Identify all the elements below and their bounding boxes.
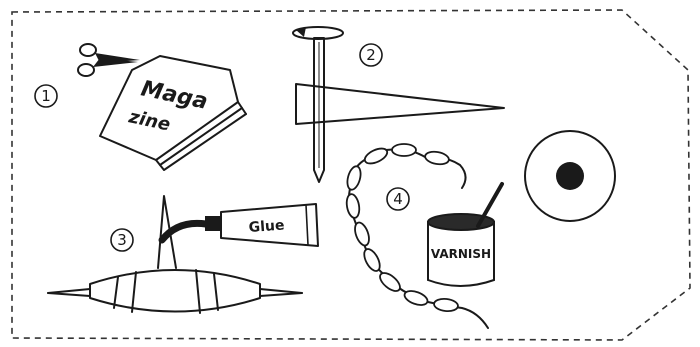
glue-tube-label: Glue [248, 218, 285, 236]
step-1-number: 1 [41, 87, 51, 105]
step-4-number: 4 [393, 190, 403, 208]
step-3-number: 3 [117, 231, 127, 249]
varnish-can-icon: VARNISH [428, 214, 494, 286]
glue-tube-icon: Glue [162, 204, 318, 246]
varnish-can-label: VARNISH [431, 247, 491, 261]
finished-bead-icon [525, 131, 615, 221]
paper-triangle-icon [296, 84, 504, 124]
magazine-title-line1: Maga [139, 76, 210, 114]
step-4-marker: 4 [387, 188, 409, 210]
bead-icon [48, 196, 302, 313]
step-2-number: 2 [366, 46, 376, 64]
step-2-marker: 2 [360, 44, 382, 66]
step-3-marker: 3 [111, 229, 133, 251]
step-1-marker: 1 [35, 85, 57, 107]
magazine-icon: Maga zine [100, 56, 246, 170]
magazine-title-line2: zine [126, 106, 172, 135]
knitting-needle-icon [314, 38, 324, 182]
